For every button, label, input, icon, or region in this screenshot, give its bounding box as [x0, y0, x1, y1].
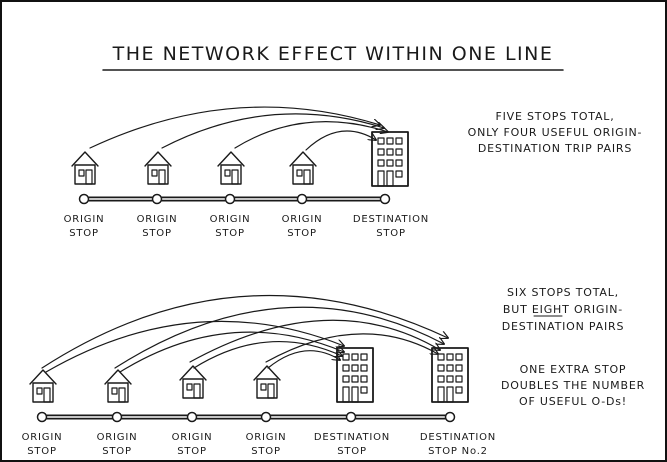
arc-stop4-to-destination-2 [265, 333, 438, 363]
stop-label-line-1: ORIGIN [172, 432, 213, 443]
stop-label-line-1: ORIGIN [210, 214, 251, 225]
stop-marker [345, 411, 357, 423]
arc-stop3-to-destination-2 [189, 319, 440, 363]
stop-marker [78, 193, 90, 205]
stop-marker [224, 193, 236, 205]
stop-label-line-1: ORIGIN [22, 432, 63, 443]
building-icon [371, 131, 409, 187]
stop-marker [296, 193, 308, 205]
bottom-note2-line-1: ONE EXTRA STOP [520, 363, 627, 376]
arc-stop3-to-destination [234, 120, 388, 149]
stop-label-line-2: STOP [215, 228, 245, 239]
top-note-line-2: ONLY FOUR USEFUL ORIGIN- [468, 126, 643, 139]
top-note-line-3: DESTINATION TRIP PAIRS [478, 142, 632, 155]
stop-label-line-2: STOP [177, 446, 207, 457]
stop-label-line-1: ORIGIN [282, 214, 323, 225]
stop-label-line-2: STOP [376, 228, 406, 239]
stop-label-line-1: ORIGIN [137, 214, 178, 225]
house-icon [253, 365, 281, 399]
building-icon [431, 347, 469, 403]
stop-label-line-1: DESTINATION [353, 214, 429, 225]
bottom-note-line-1: SIX STOPS TOTAL, [507, 286, 619, 299]
house-icon [144, 151, 172, 185]
stop-label-line-2: STOP [287, 228, 317, 239]
stop-label-line-2: STOP No.2 [428, 446, 488, 457]
bottom-row: ORIGIN STOP ORIGIN STOP ORIGIN STOP ORIG… [22, 295, 496, 457]
stop-marker [111, 411, 123, 423]
stop-label-line-1: DESTINATION [420, 432, 496, 443]
bottom-note2-line-2: DOUBLES THE NUMBER [501, 379, 645, 392]
bottom-note-line-3: DESTINATION PAIRS [502, 320, 625, 333]
stop-label-line-2: STOP [337, 446, 367, 457]
top-note-line-1: FIVE STOPS TOTAL, [495, 110, 614, 123]
stop-marker [186, 411, 198, 423]
house-icon [104, 369, 132, 403]
diagram-title: THE NETWORK EFFECT WITHIN ONE LINE [112, 43, 554, 65]
house-icon [29, 369, 57, 403]
stop-marker [444, 411, 456, 423]
arc-stop1-to-destination [89, 106, 380, 149]
arc-stop1-to-destination-2 [41, 295, 448, 369]
arc-stop1-to-destination [45, 320, 344, 373]
house-icon [289, 151, 317, 185]
house-icon [179, 365, 207, 399]
bottom-note-line-2: BUT EIGHT ORIGIN- [503, 303, 623, 316]
stop-marker [151, 193, 163, 205]
arc-stop2-to-destination [161, 113, 384, 149]
bottom-note2-line-3: OF USEFUL O-Ds! [519, 395, 627, 408]
stop-label-line-1: ORIGIN [64, 214, 105, 225]
house-icon [217, 151, 245, 185]
arc-stop2-to-destination [119, 331, 344, 373]
arc-stop4-to-destination [267, 350, 340, 369]
stop-label-line-2: STOP [69, 228, 99, 239]
arc-stop3-to-destination [193, 341, 342, 369]
top-row: ORIGIN STOP ORIGIN STOP ORIGIN STOP ORIG… [64, 106, 429, 239]
stop-label-line-2: STOP [102, 446, 132, 457]
house-icon [71, 151, 99, 185]
stop-label-line-1: DESTINATION [314, 432, 390, 443]
stop-marker [379, 193, 391, 205]
stop-marker [36, 411, 48, 423]
arc-stop4-to-destination [305, 130, 376, 151]
stop-marker [260, 411, 272, 423]
arc-stop2-to-destination-2 [114, 306, 444, 369]
stop-label-line-2: STOP [251, 446, 281, 457]
stop-label-line-2: STOP [142, 228, 172, 239]
stop-label-line-2: STOP [27, 446, 57, 457]
stop-label-line-1: ORIGIN [246, 432, 287, 443]
stop-label-line-1: ORIGIN [97, 432, 138, 443]
building-icon [336, 347, 374, 403]
